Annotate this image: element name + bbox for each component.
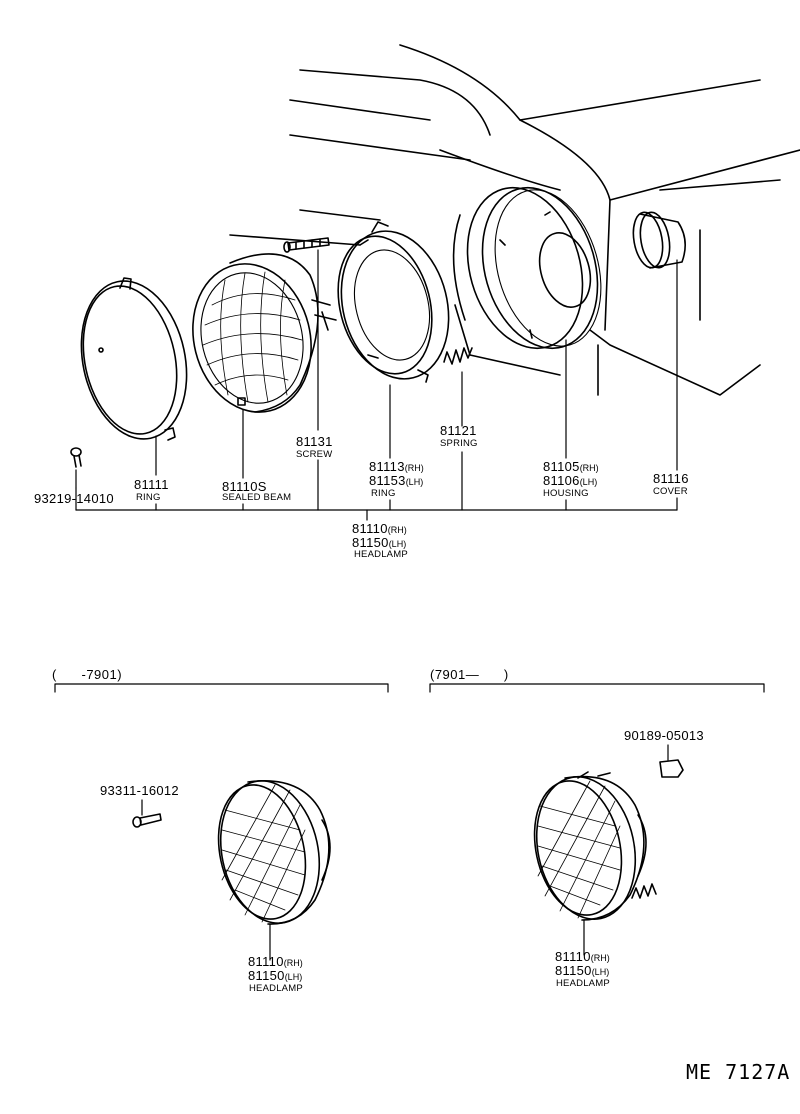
ring-81113-drawing xyxy=(337,221,450,383)
sealed-beam-drawing xyxy=(192,253,337,413)
label-cover-num: 81116 xyxy=(653,471,689,486)
range-left-label: ( -7901) xyxy=(52,667,123,682)
label-sealed-beam-name: SEALED BEAM xyxy=(222,492,292,503)
bolt-93311-drawing xyxy=(132,799,162,828)
ring-81111-drawing xyxy=(80,277,188,441)
label-right-headlamp-name: HEADLAMP xyxy=(556,978,610,989)
label-screw-name: SCREW xyxy=(296,449,333,460)
body-panel-drawing xyxy=(229,44,800,396)
headlamp-right-drawing xyxy=(533,771,657,956)
label-housing-lh: 81106(LH) xyxy=(543,473,598,488)
label-screw-num: 81131 xyxy=(296,434,333,449)
label-ring-81111-num: 81111 xyxy=(134,477,169,492)
label-spring-name: SPRING xyxy=(440,438,478,449)
screw-81131-drawing xyxy=(283,237,330,253)
label-right-headlamp-lh: 81150(LH) xyxy=(555,963,610,978)
bolt-93219-drawing xyxy=(70,447,82,468)
label-headlamp-main-rh: 81110(RH) xyxy=(352,521,407,536)
label-bolt-93219: 93219-14010 xyxy=(34,491,114,506)
label-housing-rh: 81105(RH) xyxy=(543,459,599,474)
label-headlamp-main-name: HEADLAMP xyxy=(354,549,408,560)
label-right-headlamp-rh: 81110(RH) xyxy=(555,949,610,964)
drawing-code: ME 7127A xyxy=(686,1060,791,1084)
label-spring-num: 81121 xyxy=(440,423,477,438)
label-headlamp-main-lh: 81150(LH) xyxy=(352,535,407,550)
label-left-headlamp-name: HEADLAMP xyxy=(249,983,303,994)
range-right-label: (7901— ) xyxy=(430,667,509,682)
leader-lines-top xyxy=(75,249,678,521)
label-ring-81113-name: RING xyxy=(371,488,396,499)
label-housing-name: HOUSING xyxy=(543,488,589,499)
headlamp-left-drawing xyxy=(217,780,331,961)
label-left-headlamp-lh: 81150(LH) xyxy=(248,968,303,983)
label-ring-81113-rh: 81113(RH) xyxy=(369,459,424,474)
cover-81116-drawing xyxy=(632,211,686,269)
label-ring-81111-name: RING xyxy=(136,492,161,503)
housing-81105-drawing xyxy=(466,186,602,350)
label-ring-81113-lh: 81153(LH) xyxy=(369,473,424,488)
clip-90189-drawing xyxy=(659,744,684,778)
label-left-headlamp-rh: 81110(RH) xyxy=(248,954,303,969)
label-clip-90189: 90189-05013 xyxy=(624,728,704,743)
spring-81121-drawing xyxy=(443,347,473,365)
label-bolt-93311: 93311-16012 xyxy=(100,783,179,798)
label-cover-name: COVER xyxy=(653,486,688,497)
range-brackets xyxy=(54,683,765,693)
label-sealed-beam-num: 81110S xyxy=(222,479,267,494)
